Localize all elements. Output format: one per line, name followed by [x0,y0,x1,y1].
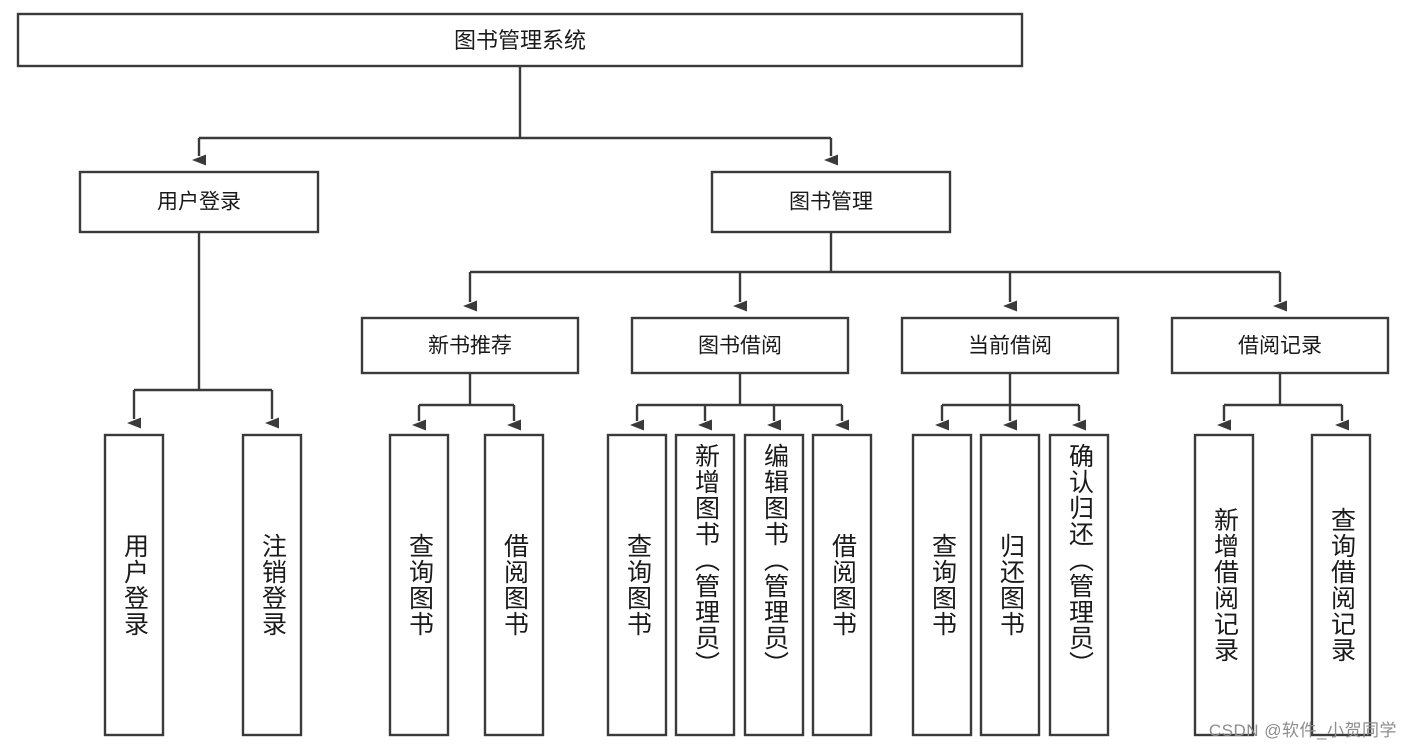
node-label: 图书管理系统 [454,28,586,53]
leaf-box-edit-book-admin[interactable] [743,433,805,737]
node-box[interactable] [1170,316,1390,375]
node-box[interactable] [630,316,850,375]
node-user-login[interactable]: 用户登录 [78,170,320,234]
leaf-box-query-borrow-record[interactable] [1310,433,1372,737]
node-box[interactable] [78,170,320,234]
node-book-borrowing[interactable]: 图书借阅 [630,316,850,375]
node-current-borrowing[interactable]: 当前借阅 [900,316,1120,375]
node-new-book-recommendation[interactable]: 新书推荐 [360,316,580,375]
leaf-box-confirm-return-admin[interactable] [1048,433,1110,737]
leaf-box-user-login[interactable] [103,433,165,737]
leaf-box-query-books-current[interactable] [911,433,973,737]
node-label: 当前借阅 [968,335,1052,358]
node-label: 图书借阅 [698,335,782,358]
csdn-watermark: CSDN @软件_小贺同学 [1208,721,1397,740]
node-label: 图书管理 [789,191,873,214]
leaf-box-borrow-books[interactable] [811,433,873,737]
node-borrowing-records[interactable]: 借阅记录 [1170,316,1390,375]
leaf-box-query-books-new[interactable] [388,433,450,737]
leaf-box-logout[interactable] [241,433,303,737]
node-label: 借阅记录 [1238,335,1322,358]
node-label: 用户登录 [157,191,241,214]
node-box[interactable] [360,316,580,375]
node-book-management-system[interactable]: 图书管理系统 [16,12,1024,68]
node-box[interactable] [16,12,1024,68]
node-box[interactable] [900,316,1120,375]
node-label: 新书推荐 [428,335,512,358]
node-book-management[interactable]: 图书管理 [710,170,952,234]
leaf-box-add-book-admin[interactable] [674,433,736,737]
node-box[interactable] [710,170,952,234]
leaf-box-borrow-books-new[interactable] [483,433,545,737]
leaf-box-add-borrow-record[interactable] [1193,433,1255,737]
leaf-box-return-books[interactable] [979,433,1041,737]
connectors-layer [127,66,1349,431]
leaf-box-query-books-borrow[interactable] [606,433,668,737]
nodes-layer: 图书管理系统 用户登录 图书管理 新书推荐 图书借阅 当前 [16,12,1390,737]
